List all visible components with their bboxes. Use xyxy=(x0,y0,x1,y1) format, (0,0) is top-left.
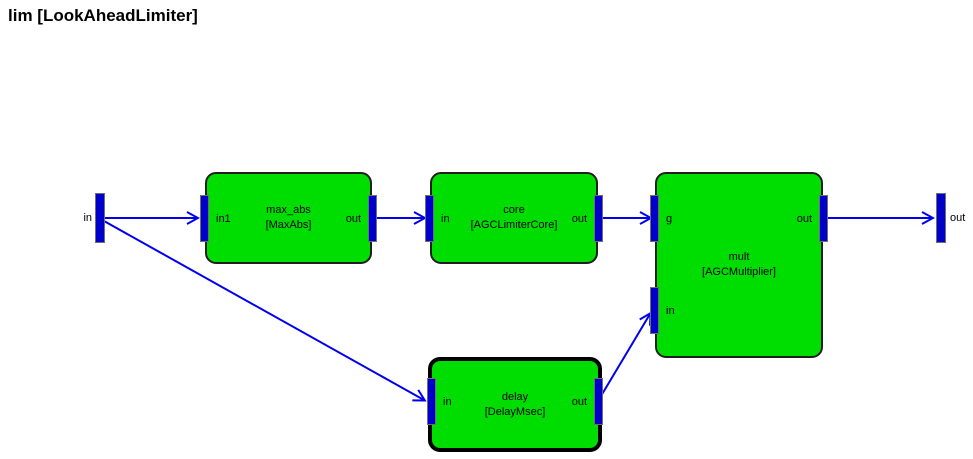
port-max_abs-out-label: out xyxy=(345,212,361,225)
port-max_abs-in1-bar[interactable] xyxy=(200,195,209,242)
block-delay[interactable]: in out delay [DelayMsec] xyxy=(427,357,603,452)
block-delay-name: delay xyxy=(501,390,529,403)
wire-delay-out-to-mult-in[interactable] xyxy=(600,314,650,397)
port-mult-in-bar[interactable] xyxy=(650,287,659,334)
block-delay-type: [DelayMsec] xyxy=(484,405,546,418)
block-core-name: core xyxy=(503,204,525,216)
diagram-input-port[interactable] xyxy=(95,193,105,243)
block-mult-label: mult [AGCMultiplier] xyxy=(657,174,821,356)
block-delay-label: delay [DelayMsec] xyxy=(432,361,598,448)
port-delay-out-bar[interactable] xyxy=(594,378,603,425)
port-max_abs-in1-label: in1 xyxy=(216,212,231,225)
port-mult-out-label: out xyxy=(796,212,812,225)
block-mult[interactable]: g out in mult [AGCMultiplier] xyxy=(650,172,828,358)
port-core-in-label: in xyxy=(441,212,450,225)
port-delay-in-label: in xyxy=(443,395,452,408)
block-max_abs-name: max_abs xyxy=(266,204,311,216)
block-mult-type: [AGCMultiplier] xyxy=(702,266,776,278)
port-core-out-bar[interactable] xyxy=(594,195,603,242)
port-delay-in-bar[interactable] xyxy=(427,378,436,425)
port-max_abs-out-bar[interactable] xyxy=(368,195,377,242)
block-core-type: [AGCLimiterCore] xyxy=(470,219,558,231)
port-mult-g-label: g xyxy=(666,212,673,225)
port-mult-out-bar[interactable] xyxy=(819,195,828,242)
block-mult-name: mult xyxy=(728,251,750,263)
block-max_abs-label: max_abs [MaxAbs] xyxy=(207,174,370,262)
diagram-output-port[interactable] xyxy=(936,193,946,243)
block-core[interactable]: in out core [AGCLimiterCore] xyxy=(425,172,603,264)
wire-in-to-delay-in[interactable] xyxy=(103,220,424,400)
port-mult-in-label: in xyxy=(666,304,675,317)
diagram-output-label: out xyxy=(950,212,966,224)
port-core-out-label: out xyxy=(571,212,587,225)
block-max_abs-type: [MaxAbs] xyxy=(265,219,312,231)
block-max_abs[interactable]: in1 out max_abs [MaxAbs] xyxy=(200,172,377,264)
port-delay-out-label: out xyxy=(571,395,587,408)
diagram-input-label: in xyxy=(83,212,92,224)
port-mult-g-bar[interactable] xyxy=(650,195,659,242)
port-core-in-bar[interactable] xyxy=(425,195,434,242)
block-core-label: core [AGCLimiterCore] xyxy=(432,174,596,262)
diagram-title: lim [LookAheadLimiter] xyxy=(8,6,198,25)
